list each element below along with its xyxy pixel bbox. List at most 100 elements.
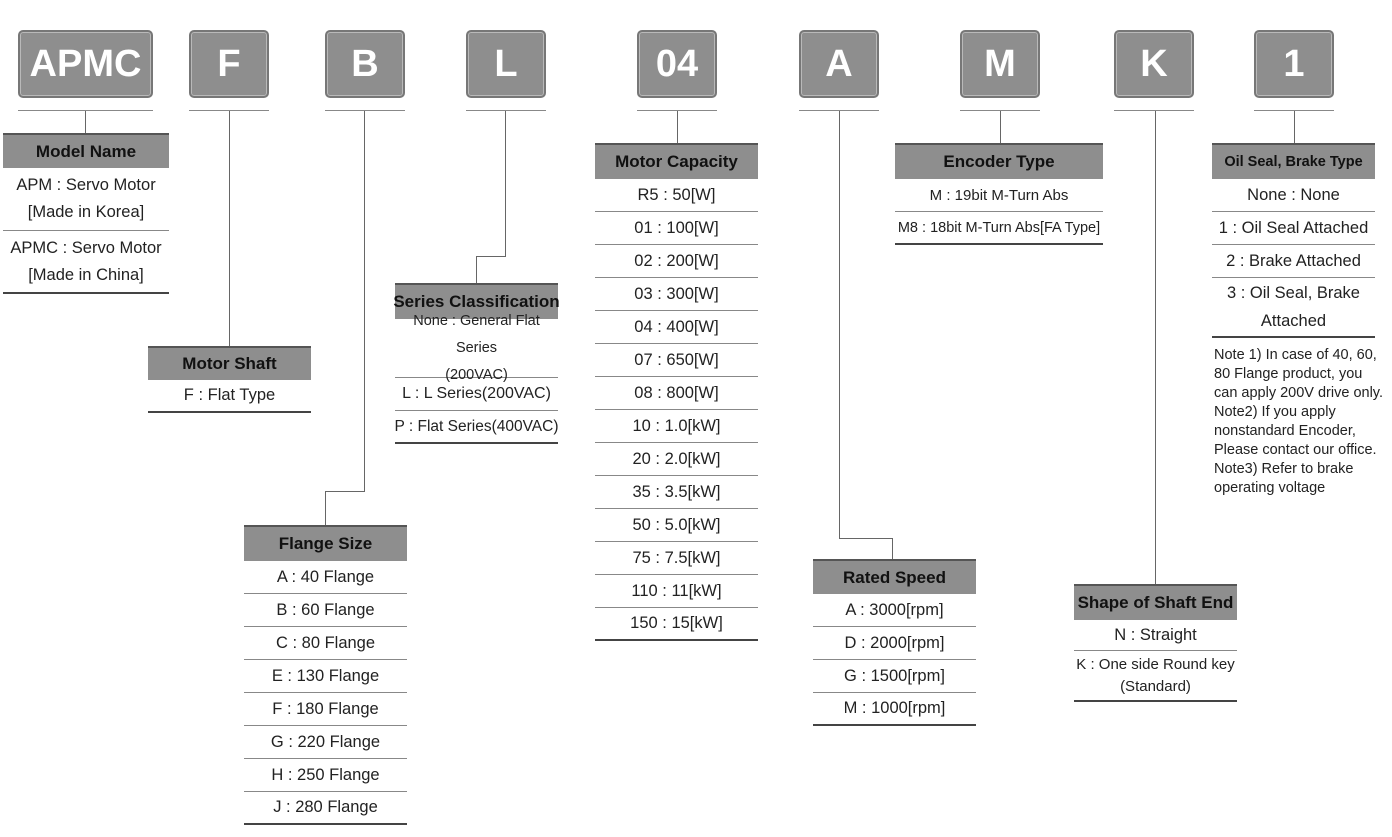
oil-seal-brake-row-line: 3 : Oil Seal, Brake xyxy=(1227,284,1360,302)
connector-model xyxy=(85,111,86,133)
model-name-row-line: APM : Servo Motor xyxy=(16,176,156,194)
motor-capacity-row: 50 : 5.0[kW] xyxy=(595,509,758,542)
flange-size-row: H : 250 Flange xyxy=(244,759,407,792)
underline-capacity xyxy=(637,110,717,111)
note-item: Note 1) In case of 40, 60, 80 Flange pro… xyxy=(1214,347,1384,401)
rated-speed-row: D : 2000[rpm] xyxy=(813,627,976,660)
motor-capacity-row: 04 : 400[W] xyxy=(595,311,758,344)
series-classification-row: P : Flat Series(400VAC) xyxy=(395,411,558,444)
shaft-end-table: Shape of Shaft End N : Straight K : One … xyxy=(1074,584,1237,702)
flange-size-row: E : 130 Flange xyxy=(244,660,407,693)
code-box-shaft-end: K xyxy=(1114,30,1194,98)
connector-capacity xyxy=(677,111,678,143)
oil-seal-brake-row: 1 : Oil Seal Attached xyxy=(1212,212,1375,245)
connector-speed-h xyxy=(839,538,892,539)
code-box-encoder: M xyxy=(960,30,1040,98)
series-classification-row-line: None : General Flat Series xyxy=(413,312,540,356)
series-classification-row: L : L Series(200VAC) xyxy=(395,378,558,411)
connector-series xyxy=(505,111,506,256)
underline-oil-brake xyxy=(1254,110,1334,111)
code-box-capacity: 04 xyxy=(637,30,717,98)
connector-speed xyxy=(839,111,840,538)
oil-seal-brake-row: 2 : Brake Attached xyxy=(1212,245,1375,278)
model-name-title: Model Name xyxy=(3,133,169,168)
code-box-flange: B xyxy=(325,30,405,98)
oil-seal-brake-row: None : None xyxy=(1212,179,1375,212)
underline-shaft-end xyxy=(1114,110,1194,111)
motor-capacity-row: 03 : 300[W] xyxy=(595,278,758,311)
flange-size-row: A : 40 Flange xyxy=(244,561,407,594)
model-name-row: APM : Servo Motor [Made in Korea] xyxy=(3,168,169,231)
motor-shaft-title: Motor Shaft xyxy=(148,346,311,380)
series-classification-row: None : General Flat Series (200VAC) xyxy=(395,313,558,383)
note-item: Note3) Refer to brake operating voltage xyxy=(1214,461,1354,496)
flange-size-row: J : 280 Flange xyxy=(244,792,407,825)
series-classification-title: Series Classification xyxy=(393,283,560,319)
shaft-end-row-line: K : One side Round key xyxy=(1076,655,1235,673)
motor-capacity-row: 10 : 1.0[kW] xyxy=(595,410,758,443)
encoder-type-row: M : 19bit M-Turn Abs xyxy=(895,179,1103,212)
motor-capacity-row: 35 : 3.5[kW] xyxy=(595,476,758,509)
flange-size-table: Flange Size A : 40 Flange B : 60 Flange … xyxy=(244,525,407,825)
code-box-series: L xyxy=(466,30,546,98)
connector-shaft-end xyxy=(1155,111,1156,584)
connector-series-h xyxy=(476,256,506,257)
flange-size-row: C : 80 Flange xyxy=(244,627,407,660)
series-classification-row-line: (200VAC) xyxy=(445,366,508,383)
motor-capacity-row: 20 : 2.0[kW] xyxy=(595,443,758,476)
motor-capacity-row: 02 : 200[W] xyxy=(595,245,758,278)
connector-oil-brake xyxy=(1294,111,1295,143)
oil-seal-brake-table: Oil Seal, Brake Type None : None 1 : Oil… xyxy=(1212,143,1375,338)
encoder-type-table: Encoder Type M : 19bit M-Turn Abs M8 : 1… xyxy=(895,143,1103,245)
underline-speed xyxy=(799,110,879,111)
model-name-row: APMC : Servo Motor [Made in China] xyxy=(3,231,169,294)
underline-series xyxy=(466,110,546,111)
model-name-row-line: [Made in China] xyxy=(28,265,144,284)
code-box-speed: A xyxy=(799,30,879,98)
code-box-shaft: F xyxy=(189,30,269,98)
flange-size-row: G : 220 Flange xyxy=(244,726,407,759)
motor-capacity-title: Motor Capacity xyxy=(595,143,758,179)
encoder-type-row: M8 : 18bit M-Turn Abs[FA Type] xyxy=(895,212,1103,245)
notes-block: Note 1) In case of 40, 60, 80 Flange pro… xyxy=(1214,346,1384,498)
series-classification-table: Series Classification None : General Fla… xyxy=(393,283,560,444)
rated-speed-row: M : 1000[rpm] xyxy=(813,693,976,726)
oil-seal-brake-row-line: Attached xyxy=(1260,312,1327,330)
connector-series-2 xyxy=(476,256,477,283)
shaft-end-row: N : Straight xyxy=(1074,620,1237,651)
code-box-model: APMC xyxy=(18,30,153,98)
motor-capacity-row: 01 : 100[W] xyxy=(595,212,758,245)
code-box-oil-brake: 1 xyxy=(1254,30,1334,98)
model-name-table: Model Name APM : Servo Motor [Made in Ko… xyxy=(3,133,169,294)
model-name-row-line: APMC : Servo Motor xyxy=(10,238,162,257)
connector-flange-h xyxy=(325,491,365,492)
flange-size-row: B : 60 Flange xyxy=(244,594,407,627)
note-item: Note2) If you apply nonstandard Encoder,… xyxy=(1214,404,1377,458)
underline-model xyxy=(18,110,153,111)
motor-capacity-row: R5 : 50[W] xyxy=(595,179,758,212)
flange-size-row: F : 180 Flange xyxy=(244,693,407,726)
motor-capacity-row: 110 : 11[kW] xyxy=(595,575,758,608)
rated-speed-row: G : 1500[rpm] xyxy=(813,660,976,693)
rated-speed-table: Rated Speed A : 3000[rpm] D : 2000[rpm] … xyxy=(813,559,976,726)
connector-flange-2 xyxy=(325,491,326,525)
shaft-end-row: K : One side Round key (Standard) xyxy=(1074,651,1237,702)
model-name-row-line: [Made in Korea] xyxy=(27,203,145,221)
oil-seal-brake-row: 3 : Oil Seal, Brake Attached xyxy=(1212,278,1375,338)
shaft-end-row-line: (Standard) xyxy=(1120,677,1191,695)
motor-capacity-table: Motor Capacity R5 : 50[W] 01 : 100[W] 02… xyxy=(595,143,758,641)
rated-speed-title: Rated Speed xyxy=(813,559,976,594)
motor-capacity-row: 150 : 15[kW] xyxy=(595,608,758,641)
encoder-type-title: Encoder Type xyxy=(895,143,1103,179)
motor-shaft-row: F : Flat Type xyxy=(148,380,311,413)
motor-capacity-row: 08 : 800[W] xyxy=(595,377,758,410)
rated-speed-row: A : 3000[rpm] xyxy=(813,594,976,627)
motor-capacity-row: 75 : 7.5[kW] xyxy=(595,542,758,575)
connector-flange xyxy=(364,111,365,491)
connector-shaft xyxy=(229,111,230,346)
underline-encoder xyxy=(960,110,1040,111)
motor-shaft-table: Motor Shaft F : Flat Type xyxy=(148,346,311,413)
flange-size-title: Flange Size xyxy=(244,525,407,561)
connector-speed-2 xyxy=(892,538,893,559)
